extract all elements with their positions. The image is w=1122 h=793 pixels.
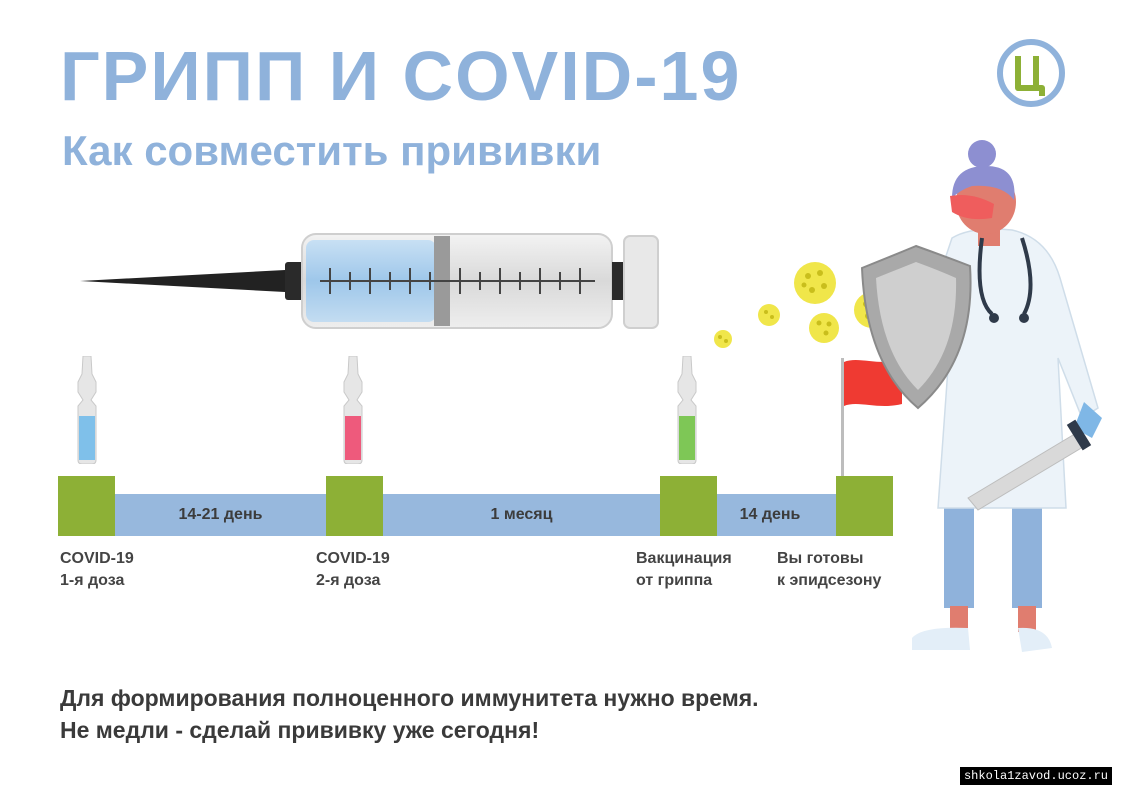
segment-label: 1 месяц: [490, 506, 553, 523]
timeline-marker: [836, 476, 893, 536]
timeline-marker: [326, 476, 383, 536]
segment-label: 14-21 день: [178, 506, 263, 523]
logo-icon: Ц: [996, 38, 1066, 108]
vial-icon: [672, 356, 702, 464]
footer-line: Не медли - сделай прививку уже сегодня!: [60, 717, 540, 743]
virus-icon: [756, 302, 782, 328]
footer-text: Для формирования полноценного иммунитета…: [60, 682, 759, 746]
milestone-line: COVID-19: [316, 550, 390, 567]
page-subtitle: Как совместить прививки: [62, 127, 602, 174]
vial-icon: [338, 356, 368, 464]
virus-icon: [712, 328, 734, 350]
milestone-label: COVID-19 2-я доза: [316, 548, 390, 592]
milestone-line: 2-я доза: [316, 572, 381, 589]
virus-icon: [790, 258, 840, 308]
doctor-illustration: [852, 138, 1114, 658]
milestone-line: Вы готовы: [777, 550, 864, 567]
milestone-line: к эпидсезону: [777, 572, 882, 589]
syringe-icon: [80, 226, 670, 336]
milestone-label: Вы готовы к эпидсезону: [777, 548, 881, 592]
timeline-marker: [58, 476, 115, 536]
timeline-marker: [660, 476, 717, 536]
vial-icon: [72, 356, 102, 464]
milestone-line: Вакцинация: [636, 550, 732, 567]
milestone-line: COVID-19: [60, 550, 134, 567]
milestone-label: COVID-19 1-я доза: [60, 548, 134, 592]
virus-icon: [806, 310, 842, 346]
segment-label: 14 день: [739, 506, 801, 523]
timeline-bar: [58, 494, 893, 536]
watermark: shkola1zavod.ucoz.ru: [959, 767, 1112, 785]
milestone-line: 1-я доза: [60, 572, 125, 589]
milestone-line: от гриппа: [636, 572, 713, 589]
footer-line: Для формирования полноценного иммунитета…: [60, 685, 759, 711]
milestone-label: Вакцинация от гриппа: [636, 548, 732, 592]
page-title: ГРИПП И COVID-19: [60, 37, 742, 115]
